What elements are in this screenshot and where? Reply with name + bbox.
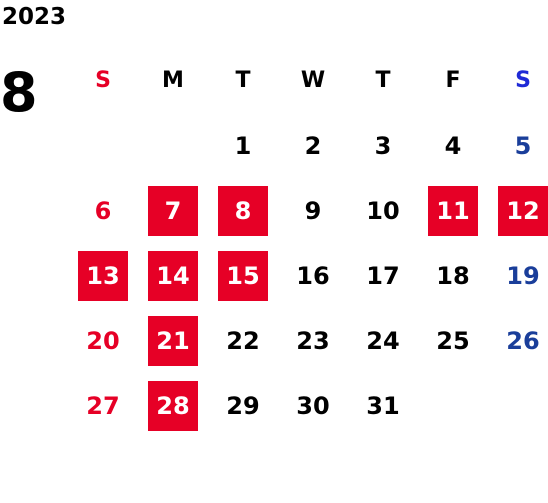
day-cell: 23 [278,308,348,373]
day-cell: 28 [138,373,208,438]
day-cell: 3 [348,113,418,178]
day-cell: 12 [488,178,548,243]
day-number: 25 [436,326,470,355]
day-number: 21 [148,315,198,366]
day-number: 7 [148,185,198,236]
empty-day-cell [418,373,488,438]
day-cell: 27 [68,373,138,438]
day-cell: 4 [418,113,488,178]
day-number: 12 [498,185,548,236]
day-cell: 16 [278,243,348,308]
day-cell: 9 [278,178,348,243]
day-cell: 20 [68,308,138,373]
weekday-header: F [445,68,461,93]
empty-day-cell [68,113,138,178]
year-label: 2023 [2,4,67,30]
day-number [498,381,548,431]
day-cell: 5 [488,113,548,178]
day-number [428,381,478,431]
day-cell: 14 [138,243,208,308]
day-number: 22 [226,326,260,355]
day-cell: 13 [68,243,138,308]
day-number: 16 [296,261,330,290]
day-number: 13 [78,250,128,301]
day-number [78,121,128,171]
day-cell: 24 [348,308,418,373]
day-number: 9 [304,196,322,225]
day-cell: 15 [208,243,278,308]
day-number: 14 [148,250,198,301]
day-number: 26 [506,326,540,355]
day-cell: 30 [278,373,348,438]
day-cell: 18 [418,243,488,308]
day-cell: 2 [278,113,348,178]
day-number: 10 [366,196,400,225]
day-cell: 1 [208,113,278,178]
day-cell: 19 [488,243,548,308]
day-cell: 31 [348,373,418,438]
day-number: 15 [218,250,268,301]
day-number: 1 [234,131,252,160]
weekday-header: S [515,68,531,93]
day-cell: 21 [138,308,208,373]
day-number: 2 [304,131,322,160]
day-cell: 7 [138,178,208,243]
day-number: 24 [366,326,400,355]
day-cell: 22 [208,308,278,373]
day-number: 19 [506,261,540,290]
day-number: 31 [366,391,400,420]
day-number: 4 [444,131,462,160]
day-cell: 25 [418,308,488,373]
day-number: 17 [366,261,400,290]
day-number [148,121,198,171]
weekday-header: M [162,68,184,93]
weekday-header: T [235,68,251,93]
empty-day-cell [138,113,208,178]
day-number: 28 [148,380,198,431]
day-number: 8 [218,185,268,236]
day-number: 29 [226,391,260,420]
weekday-header: T [375,68,391,93]
day-cell: 10 [348,178,418,243]
empty-day-cell [488,373,548,438]
day-cell: 11 [418,178,488,243]
day-number: 3 [374,131,392,160]
day-number: 18 [436,261,470,290]
day-number: 6 [94,196,112,225]
weekday-header: W [300,68,326,93]
day-cell: 26 [488,308,548,373]
day-cell: 6 [68,178,138,243]
weekday-header: S [95,68,111,93]
day-number: 27 [86,391,120,420]
day-number: 30 [296,391,330,420]
day-cell: 29 [208,373,278,438]
month-label: 8 [0,61,38,124]
day-cell: 17 [348,243,418,308]
day-number: 11 [428,185,478,236]
day-cell: 8 [208,178,278,243]
day-number: 20 [86,326,120,355]
day-number: 5 [514,131,532,160]
day-number: 23 [296,326,330,355]
